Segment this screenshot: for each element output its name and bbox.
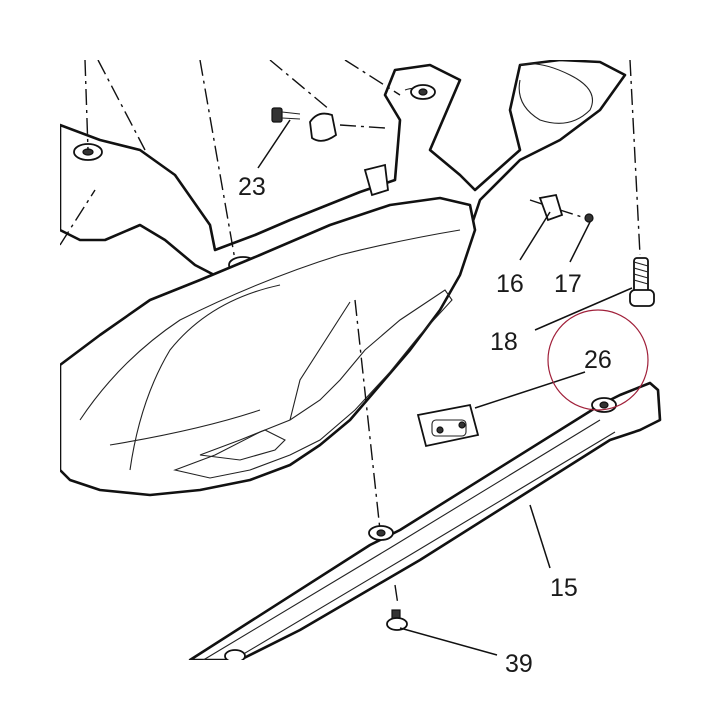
side-fairing	[58, 196, 477, 497]
clip-16-icon	[538, 193, 564, 222]
assembly-axes	[59, 59, 641, 606]
lower-trim-strip	[188, 381, 662, 663]
screw-23-icon	[271, 107, 337, 142]
callout-16: 16	[496, 270, 524, 298]
highlight-circle	[547, 309, 649, 411]
bottom-crop	[0, 660, 720, 720]
callout-26: 26	[584, 346, 612, 374]
plate-26-icon	[416, 403, 480, 448]
top-crop	[0, 0, 720, 60]
bolt-18-icon	[629, 257, 655, 307]
callout-15: 15	[550, 574, 578, 602]
nut-17-icon	[584, 213, 594, 223]
left-crop	[0, 0, 60, 720]
callout-18: 18	[490, 328, 518, 356]
screw-39-icon	[386, 609, 408, 631]
leader-lines	[257, 119, 633, 656]
callout-17: 17	[554, 270, 582, 298]
callout-39: 39	[505, 650, 533, 678]
callout-23: 23	[238, 173, 266, 201]
hardware	[271, 107, 655, 631]
